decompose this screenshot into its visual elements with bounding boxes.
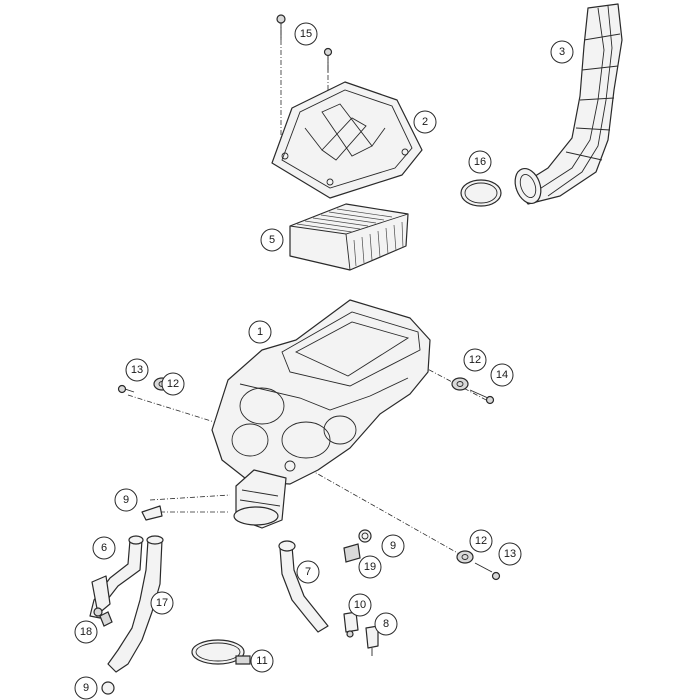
svg-text:12: 12: [475, 535, 487, 547]
svg-text:18: 18: [80, 626, 92, 638]
screw-part-15: [276, 14, 333, 72]
screw-part-13-right: [474, 562, 501, 581]
svg-text:5: 5: [269, 234, 275, 246]
svg-text:12: 12: [167, 378, 179, 390]
hose-clamp-part-9-mid: [358, 529, 372, 543]
svg-text:3: 3: [559, 46, 565, 58]
svg-text:1: 1: [257, 326, 263, 338]
callout-13-right: 13: [498, 542, 522, 566]
callout-12-lower: 12: [469, 529, 493, 553]
callout-14: 14: [490, 363, 514, 387]
callout-1: 1: [248, 320, 272, 344]
svg-text:9: 9: [123, 494, 129, 506]
hose-clamp-part-9-bottom: [101, 681, 115, 695]
drain-hose-part-7: [278, 540, 329, 633]
hose-clamp-part-9-top: [141, 505, 163, 521]
svg-text:19: 19: [364, 561, 376, 573]
svg-text:13: 13: [131, 364, 143, 376]
callout-12-right: 12: [463, 348, 487, 372]
svg-text:15: 15: [300, 28, 312, 40]
o-ring-part-16: [460, 179, 502, 207]
callout-9-mid: 9: [381, 534, 405, 558]
callout-6: 6: [92, 536, 116, 560]
svg-text:9: 9: [390, 540, 396, 552]
callout-9-bottom: 9: [74, 676, 98, 700]
callout-5: 5: [260, 228, 284, 252]
screw-part-14: [469, 389, 495, 405]
svg-text:11: 11: [256, 655, 267, 667]
svg-text:8: 8: [383, 618, 389, 630]
svg-text:17: 17: [156, 597, 168, 609]
callout-13-left: 13: [125, 358, 149, 382]
callout-3: 3: [550, 40, 574, 64]
callout-18: 18: [74, 620, 98, 644]
plug-part-19: [343, 543, 361, 563]
fitting-part-8: [365, 625, 379, 656]
callout-7: 7: [296, 560, 320, 584]
callout-15: 15: [294, 22, 318, 46]
connector-part-10: [343, 611, 359, 638]
filter-pleats: [296, 208, 404, 267]
callout-2: 2: [413, 110, 437, 134]
callout-9-top: 9: [114, 488, 138, 512]
clip-part-18: [99, 611, 113, 627]
callout-16: 16: [468, 150, 492, 174]
grommet-part-12-right: [451, 377, 469, 391]
svg-text:7: 7: [305, 566, 311, 578]
svg-text:12: 12: [469, 354, 481, 366]
air-filter-part-5: [289, 203, 409, 271]
callout-8: 8: [374, 612, 398, 636]
svg-text:2: 2: [422, 116, 428, 128]
airbox-cover-part-2: [271, 81, 423, 199]
screw-part-13-left: [117, 384, 135, 394]
svg-text:16: 16: [474, 156, 486, 168]
svg-text:13: 13: [504, 548, 516, 560]
hose-part-6: [89, 539, 143, 619]
callout-11: 11: [250, 649, 274, 673]
grommet-part-12-lower: [456, 550, 474, 564]
svg-text:14: 14: [496, 369, 508, 381]
callout-10: 10: [348, 593, 372, 617]
hose-part-17: [107, 535, 164, 673]
callout-17: 17: [150, 591, 174, 615]
airbox-part-1: [211, 299, 431, 529]
callout-12-left: 12: [161, 372, 185, 396]
callout-19: 19: [358, 555, 382, 579]
svg-text:6: 6: [101, 542, 107, 554]
svg-text:10: 10: [354, 599, 366, 611]
hose-clamp-part-11: [191, 639, 251, 665]
intake-duct-part-3: [514, 3, 623, 205]
svg-text:9: 9: [83, 682, 89, 694]
